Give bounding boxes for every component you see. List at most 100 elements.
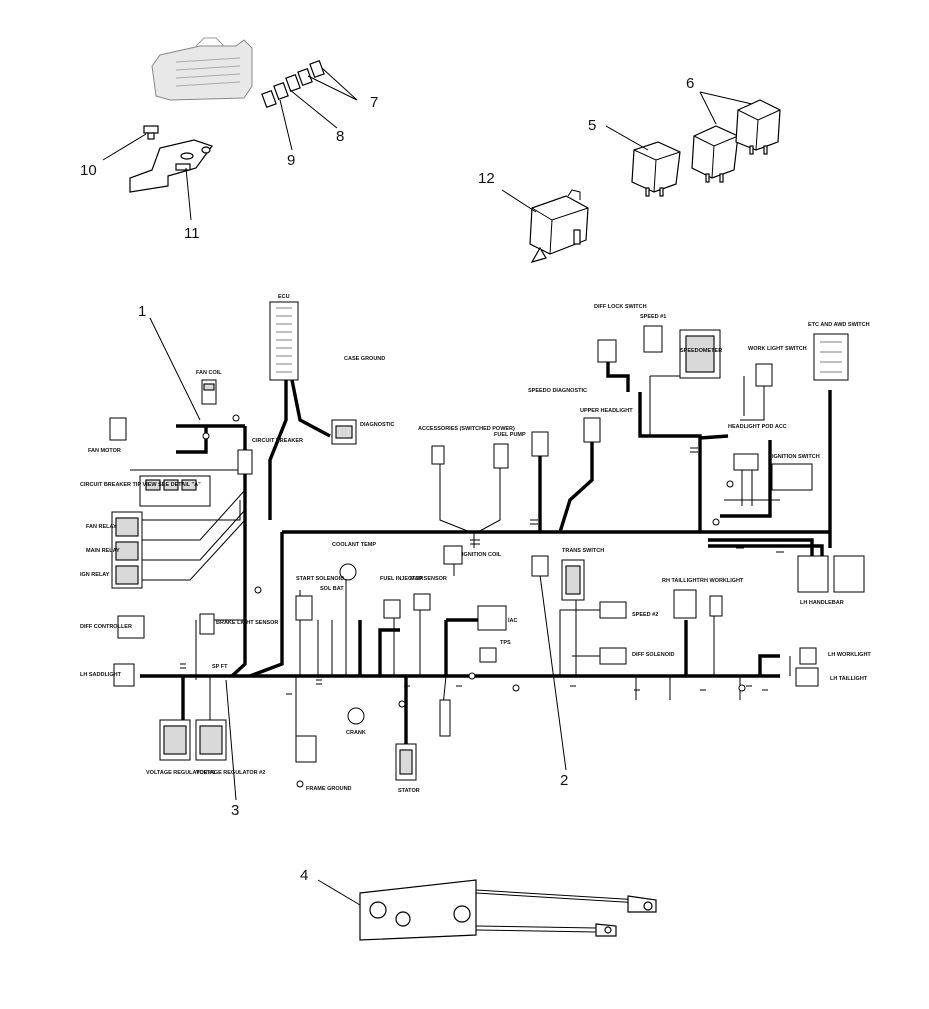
rh-taillight-label: RH TAILLIGHT bbox=[662, 578, 700, 584]
callout-12: 12 bbox=[478, 170, 495, 187]
rh-taillight-connector bbox=[673, 589, 697, 619]
diff-lock-switch-connector bbox=[597, 339, 617, 363]
accessories-connector bbox=[431, 445, 445, 465]
lh-handlebar-label: LH HANDLEBAR bbox=[800, 600, 844, 606]
fuel-injector-connector bbox=[383, 599, 401, 619]
connectors bbox=[109, 301, 865, 788]
circuit-breaker-part bbox=[529, 189, 589, 263]
lh-taillight-connector bbox=[795, 667, 819, 687]
callout-8: 8 bbox=[336, 128, 344, 145]
fan-relay-label: FAN RELAY bbox=[86, 524, 117, 530]
speed2-label: SPEED #2 bbox=[632, 612, 658, 618]
diagnostic-label: DIAGNOSTIC bbox=[360, 422, 395, 428]
fan-motor-connector bbox=[109, 417, 127, 441]
callout-5: 5 bbox=[588, 117, 596, 134]
diff-controller-label: DIFF CONTROLLER bbox=[80, 624, 132, 630]
connector-block-part bbox=[151, 37, 253, 101]
rh-worklight-label: RH WORKLIGHT bbox=[700, 578, 744, 584]
fuse-set-part bbox=[261, 59, 325, 109]
start-solenoid-connector bbox=[295, 595, 313, 621]
callout-11: 11 bbox=[184, 225, 200, 242]
speed2-connector bbox=[599, 601, 627, 619]
headlight-pod-connector bbox=[733, 453, 759, 471]
case-ground-label: CASE GROUND bbox=[344, 356, 385, 362]
fuel-pump-connector bbox=[493, 443, 509, 469]
ign-relay-label: IGN RELAY bbox=[80, 572, 110, 578]
crank-sensor bbox=[347, 707, 365, 725]
circuit-breaker-connector bbox=[237, 449, 253, 475]
fuel-pump-label: FUEL PUMP bbox=[494, 432, 526, 438]
main-relay-label: MAIN RELAY bbox=[86, 548, 120, 554]
diff-controller-connector bbox=[117, 615, 145, 639]
battery-cable-part bbox=[359, 879, 657, 941]
fan-coil-label: FAN COIL bbox=[196, 370, 222, 376]
lh-saddlight-label: LH SADDLIGHT bbox=[80, 672, 122, 678]
work-light-switch-label: WORK LIGHT SWITCH bbox=[748, 346, 807, 352]
relay-6a-part bbox=[691, 125, 739, 183]
callout-2: 2 bbox=[560, 772, 568, 789]
component-labels: FAN COIL ECU CASE GROUND DIAGNOSTIC CIRC… bbox=[80, 294, 871, 794]
frame-ground-label: FRAME GROUND bbox=[306, 786, 352, 792]
accessories-label: ACCESSORIES (SWITCHED POWER) bbox=[418, 426, 515, 432]
fan-motor-label: FAN MOTOR bbox=[88, 448, 121, 454]
speed1-connector bbox=[643, 325, 663, 353]
brake-light-sensor-label: BRAKE LIGHT SENSOR bbox=[216, 620, 278, 626]
voltage-reg1-label: VOLTAGE REGULATOR #1 bbox=[146, 770, 215, 776]
relay-6b-part bbox=[735, 99, 781, 155]
map-sensor-connector bbox=[413, 593, 431, 611]
diff-lock-switch-label: DIFF LOCK SWITCH bbox=[594, 304, 647, 310]
circuit-breaker-tip-label: CIRCUIT BREAKER TIP VIEW SEE DETAIL "A" bbox=[80, 482, 201, 488]
callout-1: 1 bbox=[138, 303, 146, 320]
upper-headlight-connector bbox=[583, 417, 601, 443]
speedometer-label: SPEEDOMETER bbox=[680, 348, 722, 354]
lh-worklight-label: LH WORKLIGHT bbox=[828, 652, 871, 658]
trans-switch-label: TRANS SWITCH bbox=[562, 548, 604, 554]
diff-solenoid-label: DIFF SOLENOID bbox=[632, 652, 675, 658]
lh-handlebar-connector-2 bbox=[833, 555, 865, 593]
frame-ground-connector bbox=[295, 735, 317, 763]
bracket-part bbox=[129, 139, 213, 193]
coolant-temp-sensor bbox=[339, 563, 357, 581]
headlight-pod-label: HEADLIGHT POD ACC bbox=[728, 424, 787, 430]
part2-connector bbox=[531, 555, 549, 577]
fuel-injector-label: FUEL INJECTOR bbox=[380, 576, 424, 582]
diff-solenoid-connector bbox=[599, 647, 627, 665]
tps-connector bbox=[479, 647, 497, 663]
speed1-label: SPEED #1 bbox=[640, 314, 666, 320]
callout-6: 6 bbox=[686, 75, 694, 92]
crank-label: CRANK bbox=[346, 730, 366, 736]
callout-4: 4 bbox=[300, 867, 308, 884]
callout-3: 3 bbox=[231, 802, 239, 819]
circuit-breaker-label: CIRCUIT BREAKER bbox=[252, 438, 303, 444]
ecu-label: ECU bbox=[278, 294, 290, 300]
rh-worklight-connector bbox=[709, 595, 723, 617]
main-harness-trunk bbox=[140, 360, 832, 744]
ignition-switch-label: IGNITION SWITCH bbox=[772, 454, 820, 460]
callout-numbers: 7 8 9 10 11 5 6 12 1 2 3 4 bbox=[80, 75, 694, 884]
lh-worklight-connector bbox=[799, 647, 817, 665]
work-light-switch-connector bbox=[755, 363, 773, 387]
coolant-temp-label: COOLANT TEMP bbox=[332, 542, 376, 548]
bolt-part bbox=[143, 125, 159, 140]
lh-taillight-label: LH TAILLIGHT bbox=[830, 676, 868, 682]
iac-label: IAC bbox=[508, 618, 518, 624]
fuse-stack bbox=[439, 699, 451, 737]
callout-leaders bbox=[102, 67, 753, 906]
lh-handlebar-connector-1 bbox=[797, 555, 829, 593]
callout-10: 10 bbox=[80, 162, 97, 179]
harness-ticks bbox=[180, 414, 784, 708]
relay-5-part bbox=[631, 141, 681, 197]
iac-connector bbox=[477, 605, 507, 631]
map-sensor-label: MAP SENSOR bbox=[410, 576, 447, 582]
lh-saddlight-connector bbox=[113, 663, 135, 687]
stator-label: STATOR bbox=[398, 788, 420, 794]
callout-9: 9 bbox=[287, 152, 295, 169]
voltage-reg2-label: VOLTAGE REGULATOR #2 bbox=[196, 770, 265, 776]
ecu-connector bbox=[269, 301, 299, 381]
upper-headlight-label: UPPER HEADLIGHT bbox=[580, 408, 633, 414]
start-solenoid-label: START SOLENOID bbox=[296, 576, 344, 582]
etc-awd-switch-label: ETC AND AWD SWITCH bbox=[808, 322, 870, 328]
sp-ft-label: SP FT bbox=[212, 664, 228, 670]
ignition-coil-label: IGNITION COIL bbox=[462, 552, 502, 558]
